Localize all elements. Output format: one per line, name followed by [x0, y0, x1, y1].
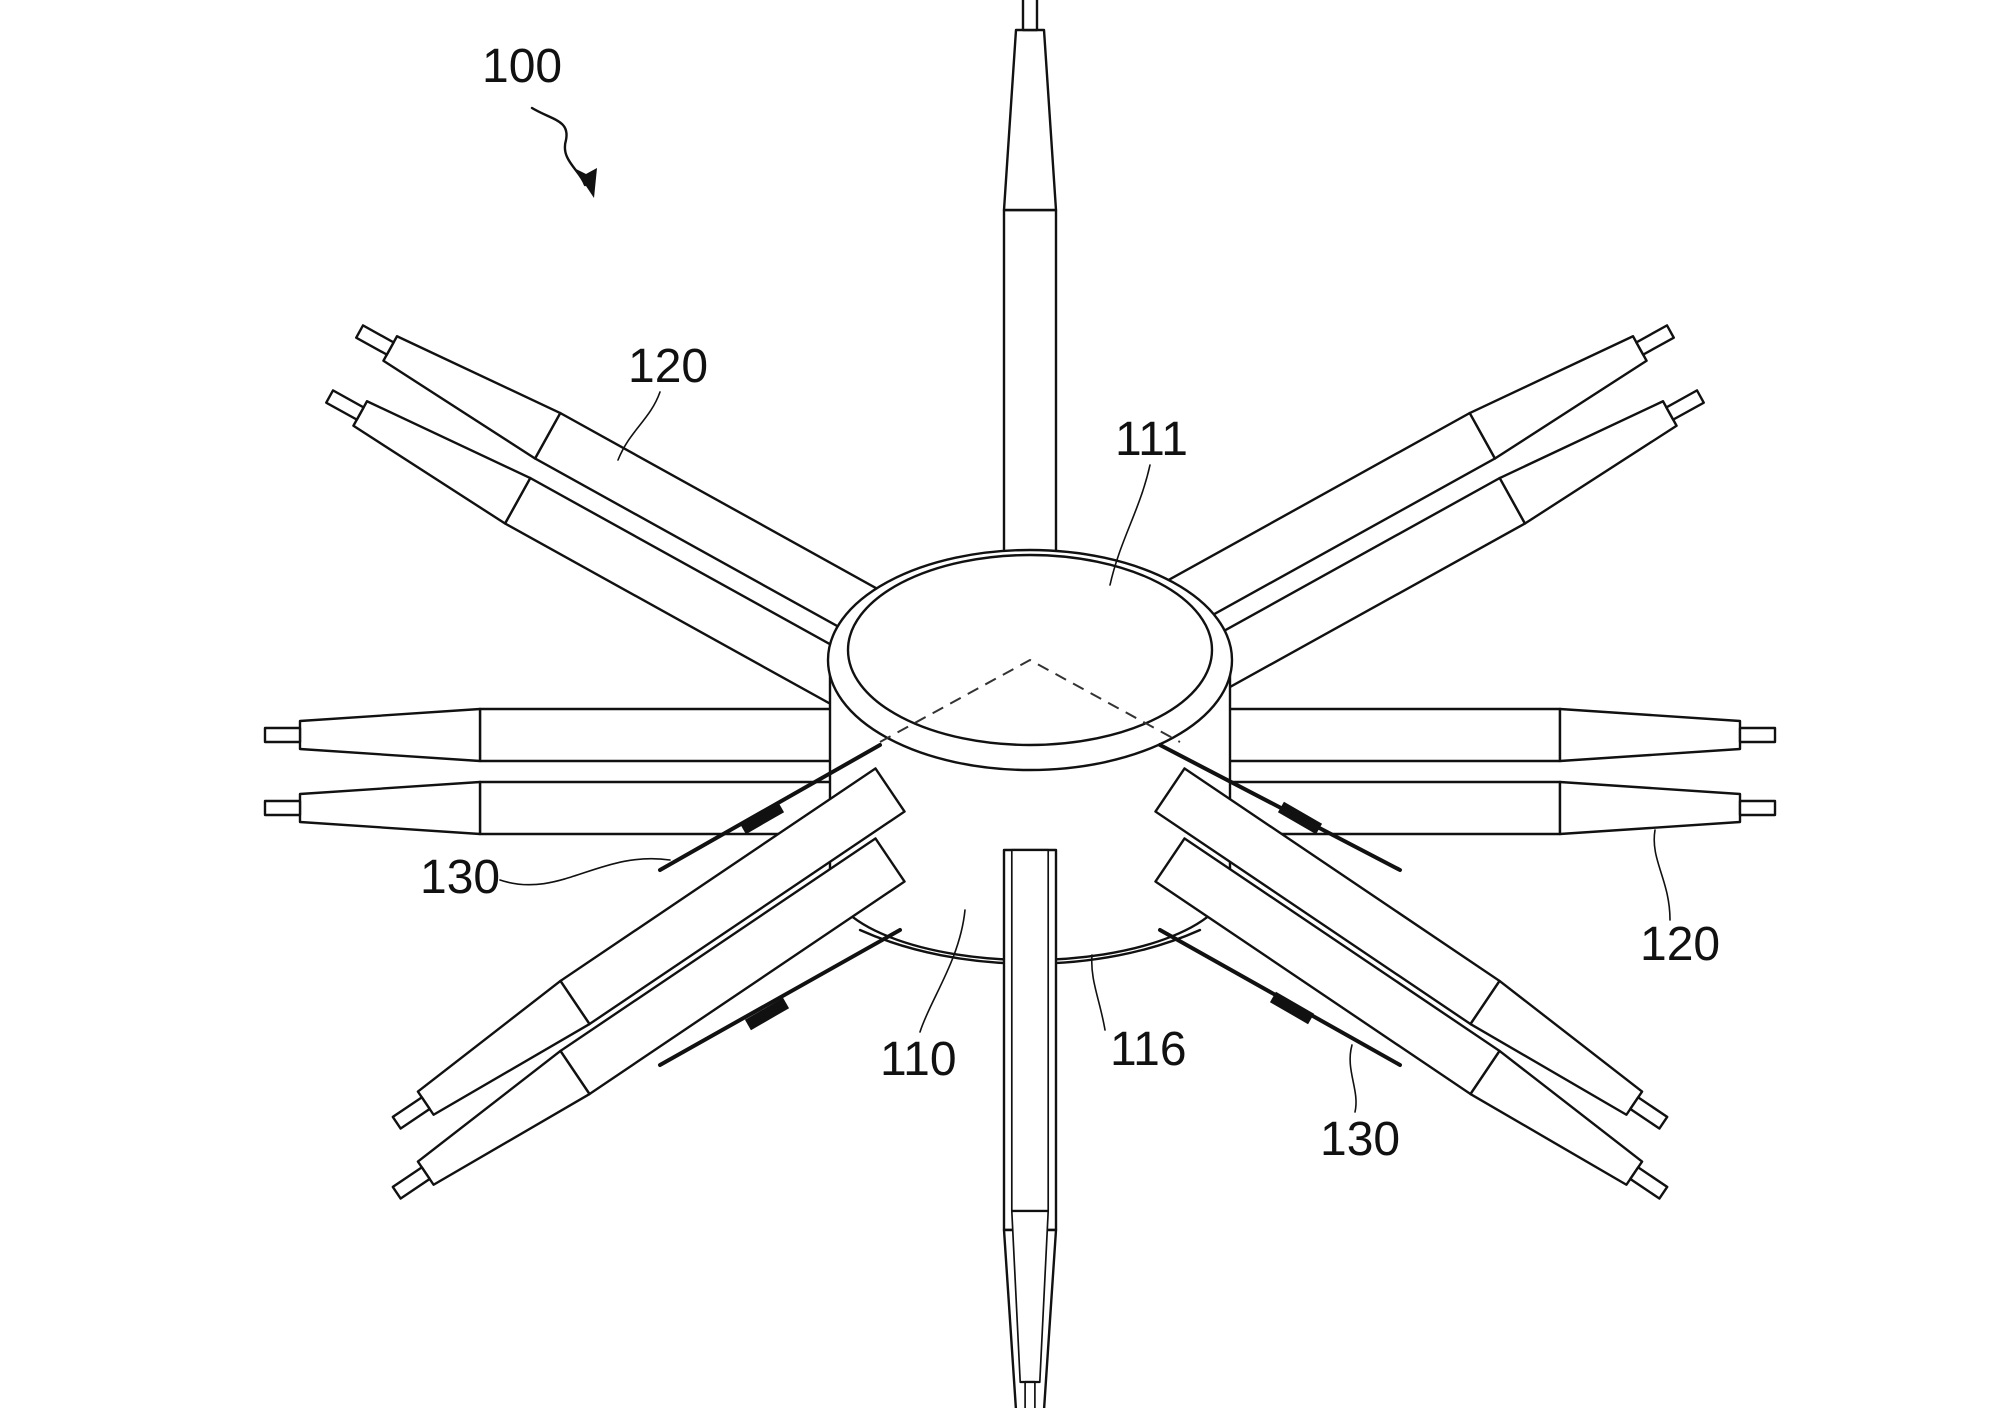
label-116: 116: [1110, 1023, 1187, 1076]
electrode-bottom-2: [1010, 848, 1050, 1408]
label-110: 110: [880, 1033, 957, 1086]
leader-130-right: [1349, 1044, 1357, 1113]
leader-100: [530, 106, 587, 187]
leader-110: [919, 909, 966, 1033]
label-120-lower: 120: [1640, 918, 1720, 971]
electrode-right-1: [1178, 707, 1777, 763]
hub-top-face: [846, 553, 1214, 747]
label-130-left: 130: [420, 851, 500, 904]
electrode-top: [1002, 0, 1058, 592]
wire-connector-1: [739, 801, 785, 835]
wire-connector-3: [1277, 801, 1323, 835]
wires: [658, 743, 1402, 1067]
electrode-left-1: [263, 707, 862, 763]
reference-labels: 120 111 130 110 116 120 130: [420, 340, 1720, 1166]
hidden-line: [879, 658, 1181, 743]
electrode-lower-right-2: [1154, 837, 1680, 1216]
leader-130-left: [499, 857, 671, 886]
wire-connector-2: [744, 997, 790, 1031]
arrowhead-100: [574, 168, 597, 198]
wire-connector-4: [1269, 991, 1315, 1025]
leader-116: [1090, 954, 1106, 1031]
label-130-right: 130: [1320, 1113, 1400, 1166]
leader-120-upper: [617, 391, 661, 461]
assembly-reference: 100: [482, 40, 597, 198]
label-100: 100: [482, 40, 562, 93]
leader-111: [1109, 464, 1151, 586]
label-120-upper: 120: [628, 340, 708, 393]
hub: [826, 548, 1234, 965]
wire-left-lower: [658, 928, 902, 1067]
probes-front: [380, 767, 1680, 1408]
leader-120-lower: [1653, 829, 1671, 921]
wire-right-upper: [1158, 743, 1402, 872]
label-111: 111: [1115, 413, 1188, 466]
